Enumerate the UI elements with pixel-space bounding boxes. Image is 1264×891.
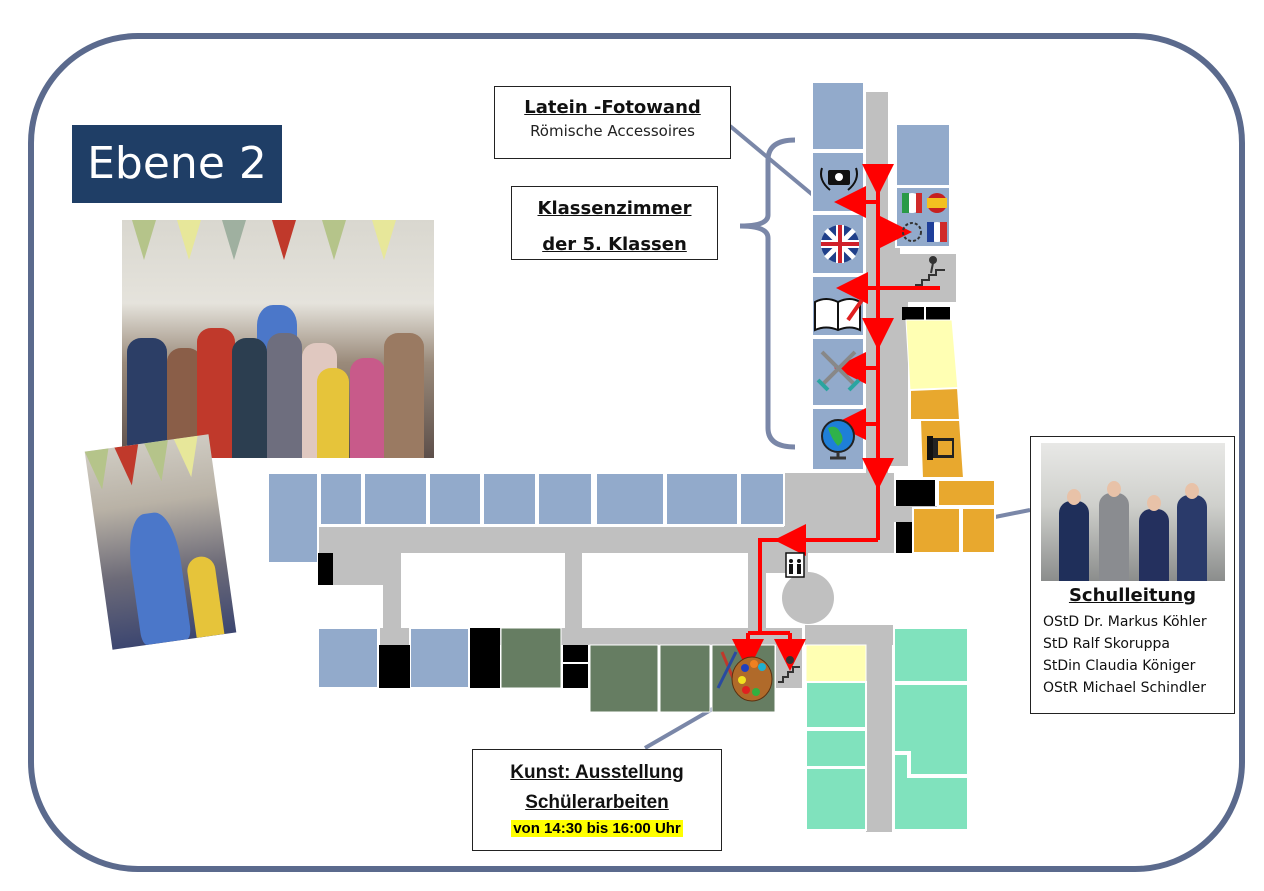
globe-icon bbox=[821, 419, 855, 460]
schulleitung-members: OStD Dr. Markus Köhler StD Ralf Skoruppa… bbox=[1043, 611, 1207, 699]
kunst-title-line2: Schülerarbeiten bbox=[525, 792, 669, 813]
klassen-title-line1: Klassenzimmer bbox=[537, 198, 692, 219]
stairs-icon bbox=[915, 256, 945, 286]
member-name: StD Ralf Skoruppa bbox=[1043, 636, 1170, 652]
class-photo bbox=[122, 220, 434, 458]
latein-title: Latein -Fotowand bbox=[524, 97, 701, 118]
latein-callout-line bbox=[728, 124, 816, 198]
classrooms-blue bbox=[267, 81, 951, 689]
elevator-icon bbox=[785, 552, 805, 578]
leadership-photo bbox=[1041, 443, 1225, 581]
member-name: OStR Michael Schindler bbox=[1043, 680, 1207, 696]
leitung-callout-line bbox=[989, 508, 1031, 520]
schulleitung-title: Schulleitung bbox=[1068, 585, 1197, 606]
phone-icon bbox=[927, 436, 954, 460]
schulleitung-callout: Schulleitung OStD Dr. Markus Köhler StD … bbox=[1030, 436, 1235, 714]
art-palette-icon bbox=[716, 651, 773, 702]
map-frame bbox=[28, 33, 1245, 872]
level-label: Ebene 2 bbox=[72, 125, 282, 203]
room-history bbox=[811, 337, 865, 407]
service-rooms-black bbox=[318, 307, 950, 688]
camera-laurel-icon bbox=[820, 167, 858, 191]
rooms-teal bbox=[805, 627, 969, 831]
latein-subtitle: Römische Accessoires bbox=[530, 122, 695, 140]
uk-flag-icon bbox=[821, 225, 859, 263]
member-name: OStD Dr. Markus Köhler bbox=[1043, 614, 1207, 630]
kunst-callout: Kunst: Ausstellung Schülerarbeiten von 1… bbox=[472, 749, 722, 851]
admin-rooms-orange bbox=[909, 386, 996, 554]
latein-callout: Latein -Fotowand Römische Accessoires bbox=[494, 86, 731, 159]
classroom-brace bbox=[739, 137, 796, 450]
crossed-swords-icon bbox=[816, 350, 861, 392]
klassen-callout: Klassenzimmer der 5. Klassen bbox=[511, 186, 718, 260]
book-pencil-icon bbox=[814, 298, 864, 332]
kunst-title-line1: Kunst: Ausstellung bbox=[510, 762, 684, 783]
rooms-yellow bbox=[805, 319, 959, 683]
language-flags-icon bbox=[902, 193, 947, 242]
kunst-time: von 14:30 bis 16:00 Uhr bbox=[511, 820, 683, 837]
route-arrows bbox=[732, 164, 940, 671]
member-name: StDin Claudia Königer bbox=[1043, 658, 1196, 674]
klassen-title-line2: der 5. Klassen bbox=[542, 234, 687, 255]
stairs-icon bbox=[778, 656, 800, 683]
